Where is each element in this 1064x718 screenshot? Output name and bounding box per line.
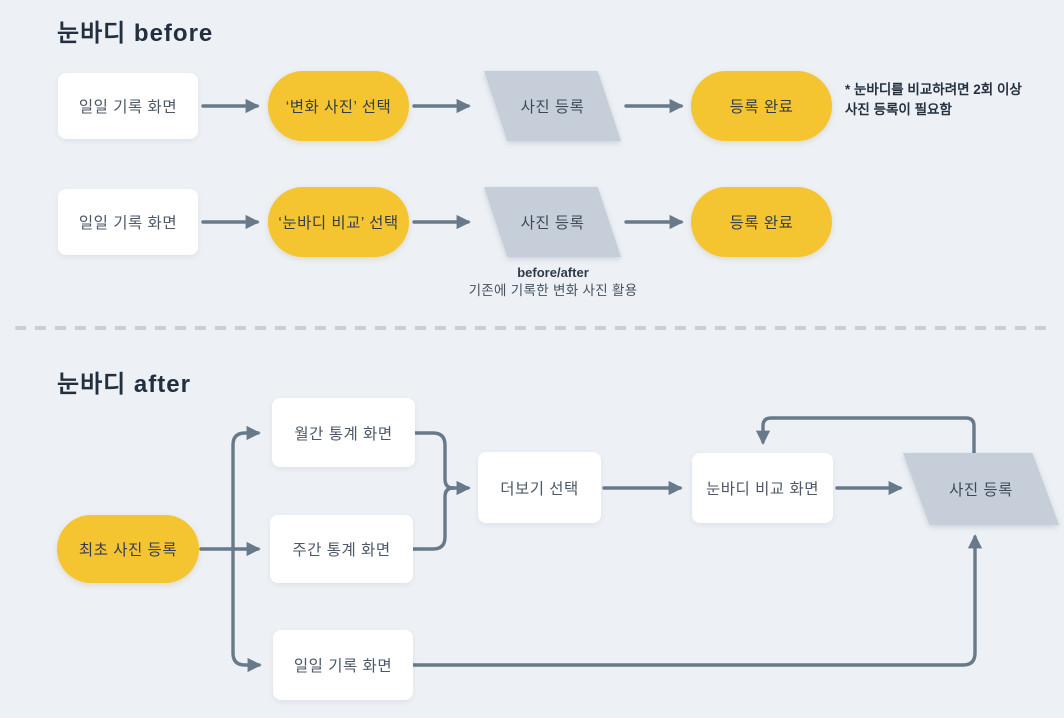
node-label: 일일 기록 화면 [78, 99, 178, 116]
node-label: 사진 등록 [949, 482, 1013, 499]
node-label: 최초 사진 등록 [78, 542, 178, 559]
node-photo-register-2: 사진 등록 [484, 187, 621, 257]
node-label: 일일 기록 화면 [78, 215, 178, 232]
divider-dashed [15, 326, 1049, 330]
node-label: 주간 통계 화면 [292, 542, 391, 559]
note-line-2: 사진 등록이 필요함 [845, 102, 952, 117]
node-daily-record-screen-2: 일일 기록 화면 [58, 189, 198, 255]
node-photo-register-3: 사진 등록 [903, 453, 1059, 525]
node-select-change-photo: ‘변화 사진’ 선택 [268, 71, 409, 141]
node-label: 등록 완료 [729, 215, 794, 232]
node-first-photo-register: 최초 사진 등록 [57, 515, 199, 583]
connector-monthly-merge [413, 431, 455, 490]
node-register-done-2: 등록 완료 [691, 187, 832, 257]
connector-daily-to-register [411, 534, 983, 667]
node-body-compare-screen: 눈바디 비교 화면 [692, 453, 833, 523]
node-label: 더보기 선택 [500, 480, 579, 498]
note-compare-requirement: * 눈바디를 비교하려면 2회 이상 사진 등록이 필요함 [845, 80, 1060, 120]
connector-start-to-monthly [231, 425, 261, 551]
node-monthly-stats-screen: 월간 통계 화면 [272, 398, 415, 467]
node-label: 일일 기록 화면 [293, 658, 393, 675]
node-label: 사진 등록 [520, 99, 585, 116]
node-label: 사진 등록 [520, 215, 585, 232]
node-label: 등록 완료 [729, 99, 794, 116]
connector-register-loop-to-compare [755, 416, 976, 455]
section-title-after: 눈바디 after [57, 371, 191, 398]
caption-before-after: before/after 기존에 기록한 변화 사진 활용 [433, 264, 673, 300]
node-daily-record-screen-1: 일일 기록 화면 [58, 73, 198, 139]
node-register-done-1: 등록 완료 [691, 71, 832, 141]
connector-start-to-daily [231, 547, 262, 673]
node-daily-record-screen-3: 일일 기록 화면 [273, 630, 413, 700]
node-label: ‘변화 사진’ 선택 [285, 99, 392, 116]
section-title-before: 눈바디 before [57, 20, 214, 47]
note-line-1: * 눈바디를 비교하려면 2회 이상 [845, 82, 1022, 97]
node-photo-register-1: 사진 등록 [484, 71, 621, 141]
node-label: ‘눈바디 비교’ 선택 [278, 215, 399, 232]
caption-line-1: before/after [517, 265, 589, 280]
connector-weekly-merge [411, 486, 455, 551]
node-weekly-stats-screen: 주간 통계 화면 [270, 515, 413, 583]
caption-line-2: 기존에 기록한 변화 사진 활용 [468, 283, 638, 298]
node-select-body-compare: ‘눈바디 비교’ 선택 [268, 187, 409, 257]
node-label: 월간 통계 화면 [294, 425, 393, 443]
node-more-select: 더보기 선택 [478, 452, 601, 523]
node-label: 눈바디 비교 화면 [706, 481, 819, 498]
